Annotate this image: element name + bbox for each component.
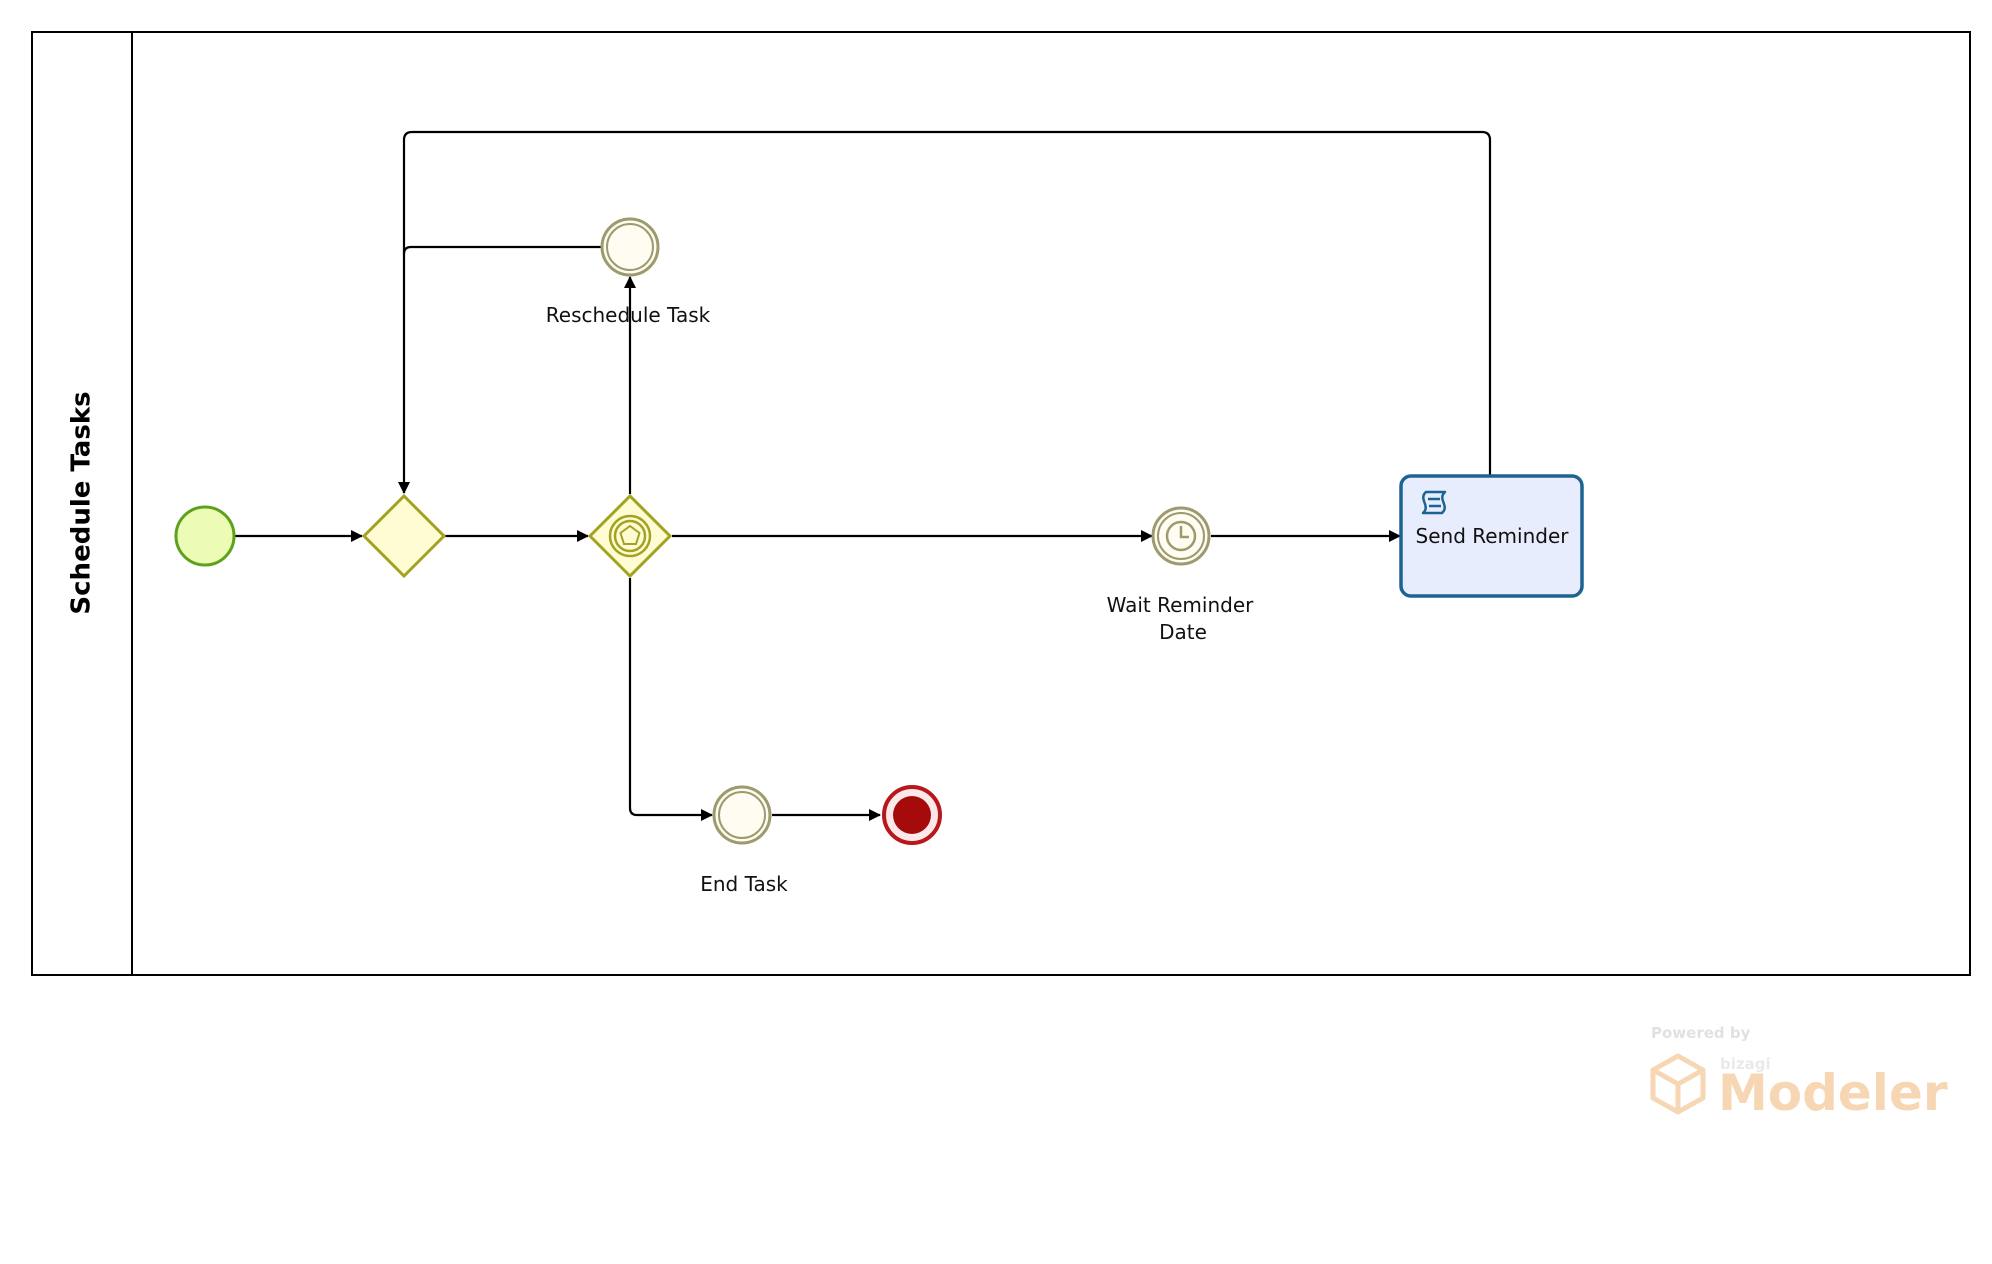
event-based-gateway[interactable]: [587, 493, 673, 579]
send-reminder-label: Send Reminder: [1416, 524, 1570, 548]
script-icon: [1421, 490, 1447, 515]
event-gateway-inner-ring: [613, 519, 647, 553]
bizagi-brand-text: bizagi: [1720, 1055, 1771, 1073]
pentagon-icon: [619, 524, 641, 545]
start-event[interactable]: [174, 505, 236, 567]
powered-by-text: Powered by: [1651, 1024, 1751, 1042]
clock-icon: [1165, 520, 1197, 552]
cube-logo-icon: [1650, 1053, 1706, 1115]
end-task-event[interactable]: [712, 785, 772, 845]
reschedule-task-label: Reschedule Task: [546, 303, 711, 327]
end-task-label: End Task: [700, 872, 788, 896]
modeler-product-text: Modeler: [1718, 1064, 1948, 1122]
wait-reminder-label-line1: Wait Reminder: [1107, 593, 1255, 617]
wait-reminder-label-line2: Date: [1159, 620, 1207, 644]
lane-title: Schedule Tasks: [67, 391, 97, 614]
reschedule-task-event[interactable]: [600, 217, 660, 277]
end-event[interactable]: [882, 785, 942, 845]
flow-send-reminder-loop-back: [402, 130, 1492, 476]
bizagi-watermark: Powered by bizagi Modeler: [1650, 1024, 1948, 1122]
send-reminder-task[interactable]: [1399, 474, 1584, 598]
flow-gateway-to-end-task: [628, 578, 713, 821]
pool-border: [31, 31, 1971, 976]
wait-reminder-timer-event[interactable]: [1151, 506, 1211, 566]
event-gateway-outer-ring: [608, 514, 652, 558]
exclusive-gateway[interactable]: [361, 493, 447, 579]
